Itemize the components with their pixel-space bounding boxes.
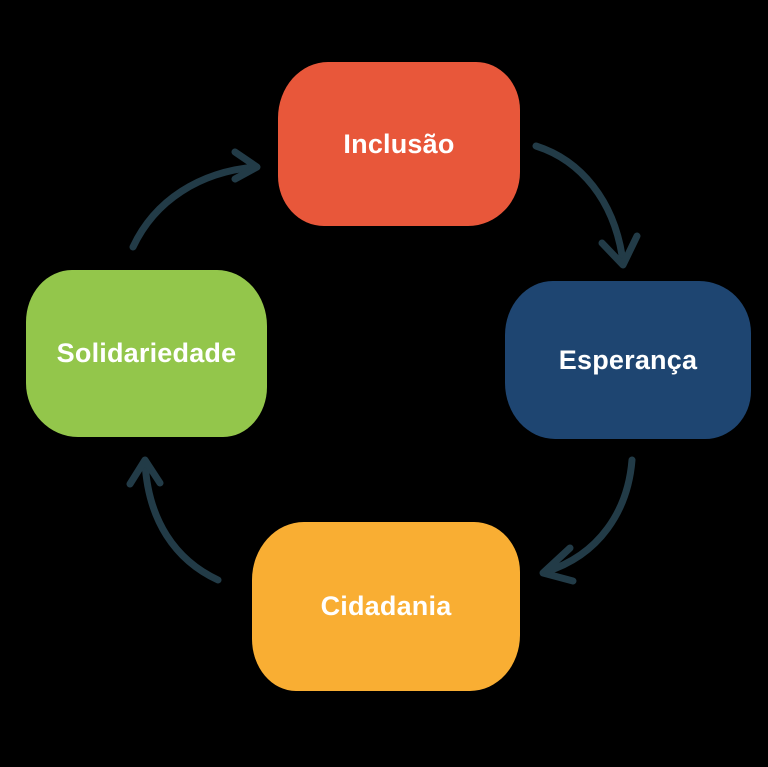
arrow-inclusao-to-esperanca [532, 142, 641, 269]
node-inclusao: Inclusão [278, 62, 520, 226]
node-inclusao-label: Inclusão [343, 128, 455, 159]
node-esperanca-label: Esperança [558, 344, 698, 375]
arrow-solidariedade-to-inclusao [129, 148, 261, 251]
arrow-esperanca-to-cidadania [539, 456, 636, 585]
node-esperanca: Esperança [505, 281, 751, 439]
node-solidariedade: Solidariedade [26, 270, 267, 437]
arrow-cidadania-to-solidariedade [126, 456, 222, 584]
node-cidadania: Cidadania [252, 522, 520, 691]
node-solidariedade-label: Solidariedade [56, 338, 237, 368]
node-cidadania-label: Cidadania [320, 591, 452, 621]
